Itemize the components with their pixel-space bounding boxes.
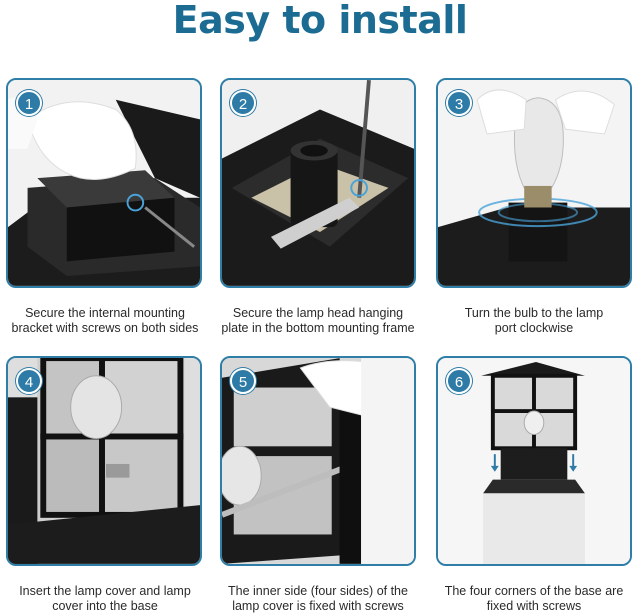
step-number-badge: 3 [446, 90, 472, 116]
step-1-caption: Secure the internal mounting bracket wit… [11, 306, 199, 335]
step-6-caption: The four corners of the base are fixed w… [444, 584, 624, 613]
cover-screws-illustration [222, 358, 414, 564]
step-number-badge: 4 [16, 368, 42, 394]
mounting-bracket-illustration [8, 80, 200, 286]
post-light-base-illustration [438, 358, 630, 564]
step-5-image: 5 [220, 356, 416, 566]
step-6-image: 6 [436, 356, 632, 566]
step-4-caption: Insert the lamp cover and lamp cover int… [19, 584, 191, 613]
lamp-cover-insert-illustration [8, 358, 200, 564]
step-number-badge: 6 [446, 368, 472, 394]
bulb-install-illustration [438, 80, 630, 286]
step-4-image: 4 [6, 356, 202, 566]
step-3-image: 3 [436, 78, 632, 288]
step-2-caption: Secure the lamp head hanging plate in th… [221, 306, 415, 335]
step-2-image: 2 [220, 78, 416, 288]
step-3-caption: Turn the bulb to the lamp port clockwise [464, 306, 604, 335]
page-title: Easy to install [172, 0, 468, 42]
lamp-head-plate-illustration [222, 80, 414, 286]
step-number-badge: 1 [16, 90, 42, 116]
step-number-badge: 5 [230, 368, 256, 394]
step-1-image: 1 [6, 78, 202, 288]
step-5-caption: The inner side (four sides) of the lamp … [228, 584, 408, 613]
step-number-badge: 2 [230, 90, 256, 116]
